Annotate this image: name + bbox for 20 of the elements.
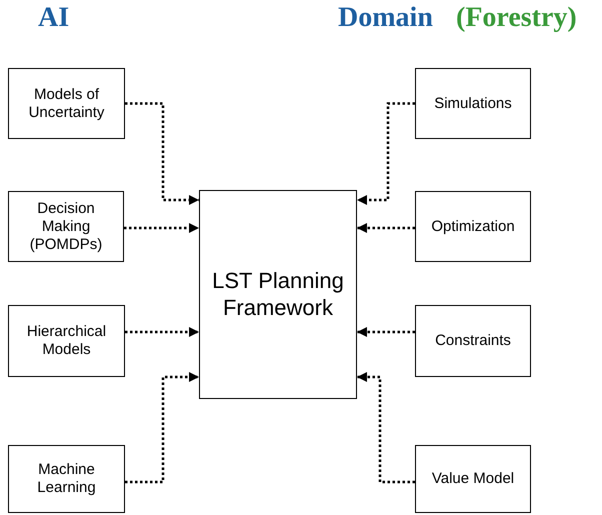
dotted-arrow xyxy=(357,327,415,337)
process-box: Value Model xyxy=(415,445,531,513)
dotted-arrow xyxy=(125,102,199,205)
process-box: Models of Uncertainty xyxy=(8,68,125,139)
process-box: Simulations xyxy=(415,68,531,139)
column-heading: AI xyxy=(38,2,70,34)
column-heading: Domain xyxy=(338,2,433,34)
dotted-arrow xyxy=(124,223,199,233)
process-box: Constraints xyxy=(415,305,531,377)
column-heading: (Forestry) xyxy=(456,2,577,34)
dotted-arrow xyxy=(357,372,415,484)
process-box: Hierarchical Models xyxy=(8,305,125,377)
process-box: Optimization xyxy=(415,191,531,262)
dotted-arrow xyxy=(357,223,415,233)
dotted-arrow xyxy=(125,372,199,484)
process-box: Decision Making (POMDPs) xyxy=(8,191,124,262)
dotted-arrow xyxy=(125,327,199,337)
dotted-arrow xyxy=(357,102,415,205)
process-box: Machine Learning xyxy=(8,445,125,513)
process-box: LST Planning Framework xyxy=(199,190,357,399)
